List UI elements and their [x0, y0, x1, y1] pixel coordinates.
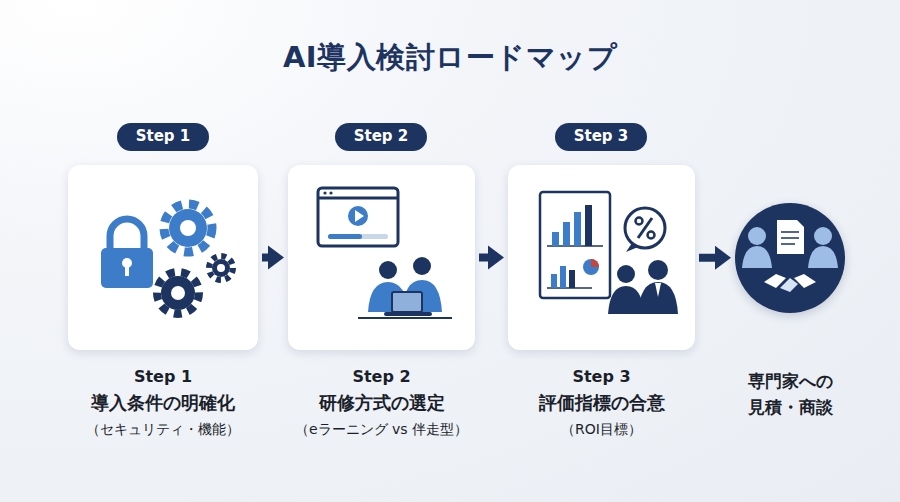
node-text: （セキュリティ・機能） [28, 421, 298, 439]
step-card: Step 1導入条件の明確化（セキュリティ・機能） [68, 165, 258, 350]
consultation-icon [742, 220, 838, 292]
gear-icon [209, 256, 233, 280]
node-text: 導入条件の明確化 [28, 392, 298, 415]
people-icon [608, 260, 678, 314]
node-heading: 専門家への 見積・商談 [742, 368, 838, 421]
step-badge: Step 1 [117, 123, 209, 151]
flow-arrow [262, 246, 284, 270]
node-text: 研修方式の選定 [248, 392, 515, 415]
flow-arrow [479, 246, 504, 270]
learners-icon [358, 257, 452, 318]
node-text: （ROI目標） [468, 421, 735, 439]
step-badge: Step 3 [555, 123, 647, 151]
gear-icon [164, 204, 212, 252]
report-icon [540, 192, 610, 298]
node-text: （eラーニング vs 伴走型） [248, 421, 515, 439]
badge-label: Step 3 [555, 127, 647, 146]
badge-label: Step 1 [117, 127, 209, 146]
diagram-title: AI導入検討ロードマップ [0, 38, 900, 78]
flow-arrow [699, 246, 731, 270]
lock-icon [101, 219, 153, 288]
node-heading: Step 3 [468, 367, 735, 387]
percent-bubble-icon [625, 208, 665, 252]
gear-icon [157, 272, 199, 314]
node-heading: Step 1 [28, 367, 298, 387]
badge-label: Step 2 [335, 127, 427, 146]
node-text: 評価指標の合意 [468, 392, 735, 415]
node-heading: Step 2 [248, 367, 515, 387]
step-badge: Step 2 [335, 123, 427, 151]
video-window-icon [318, 188, 398, 246]
